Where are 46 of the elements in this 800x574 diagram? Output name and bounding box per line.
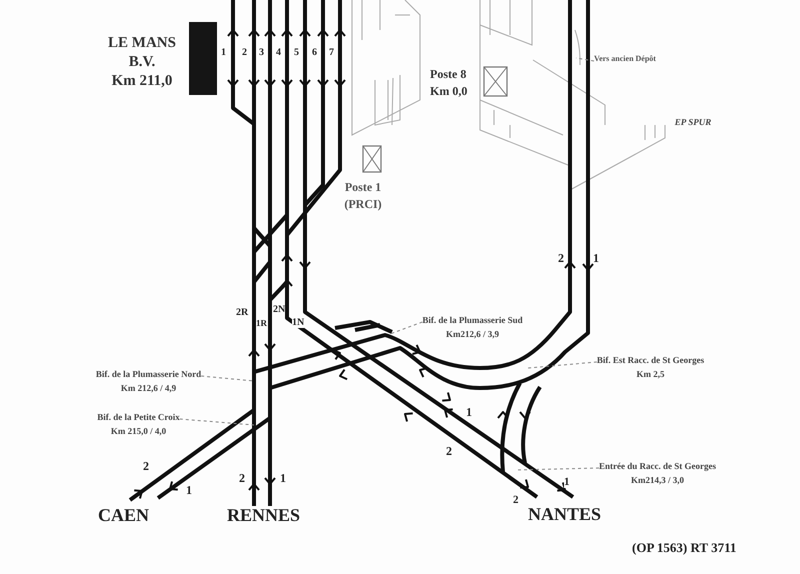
- place-label: Vers ancien Dépôt: [593, 53, 657, 65]
- track-number: 1: [593, 252, 599, 264]
- city-label: RENNES: [227, 506, 300, 524]
- track-number: 6: [312, 48, 317, 58]
- track-number: 1: [564, 477, 570, 488]
- reference-number: (OP 1563) RT 3711: [632, 541, 736, 554]
- track-number: 2N: [273, 305, 286, 315]
- track-number: 4: [276, 48, 281, 58]
- leader-line: [390, 322, 423, 334]
- junction-label: Bif. Est Racc. de St Georges: [596, 354, 706, 367]
- track-number: 1: [466, 406, 472, 418]
- kilometre-label: Km 212,6 / 4,9: [120, 382, 178, 395]
- track-number: 3: [259, 48, 264, 58]
- track-number: 7: [329, 48, 334, 58]
- city-label: NANTES: [528, 505, 602, 523]
- leader-line: [179, 418, 254, 426]
- track-number: 2: [242, 48, 247, 58]
- junction-label: Bif. de la Plumasserie Sud: [421, 314, 524, 327]
- leader-line: [528, 362, 598, 368]
- kilometre-label: Km 2,5: [636, 368, 666, 381]
- junction-label: Entrée du Racc. de St Georges: [598, 460, 717, 473]
- track-number: 1: [280, 472, 286, 484]
- leader-line: [200, 376, 254, 382]
- junction-label: Bif. de la Plumasserie Nord: [94, 368, 202, 381]
- track-number: 1: [186, 484, 192, 496]
- junction-label: Bif. de la Petite Croix: [96, 411, 181, 424]
- station-label: LE MANS B.V.: [107, 34, 177, 72]
- kilometre-label: Km 211,0: [110, 72, 174, 91]
- track-number: 1N: [292, 318, 304, 328]
- track-number: 2: [558, 252, 564, 264]
- kilometre-label: Km212,6 / 3,9: [445, 328, 500, 341]
- track-number: 2: [513, 495, 518, 506]
- kilometre-label: Km 215,0 / 4,0: [110, 425, 168, 438]
- signal-box-label: Poste 8 Km 0,0: [430, 66, 468, 100]
- leader-line: [576, 58, 595, 62]
- track-number: 1R: [256, 319, 267, 328]
- track-number: 2R: [236, 308, 248, 318]
- city-label: CAEN: [98, 506, 150, 524]
- track-number: 1: [221, 48, 226, 58]
- track-number: 2: [446, 445, 452, 457]
- signal-box-label: Poste 1 (PRCI): [343, 179, 383, 213]
- track-number: 5: [294, 48, 299, 58]
- kilometre-label: Km214,3 / 3,0: [630, 474, 685, 487]
- track-number: 2: [143, 460, 149, 472]
- track-number: 2: [239, 472, 245, 484]
- siding-label: EP SPUR: [674, 118, 712, 127]
